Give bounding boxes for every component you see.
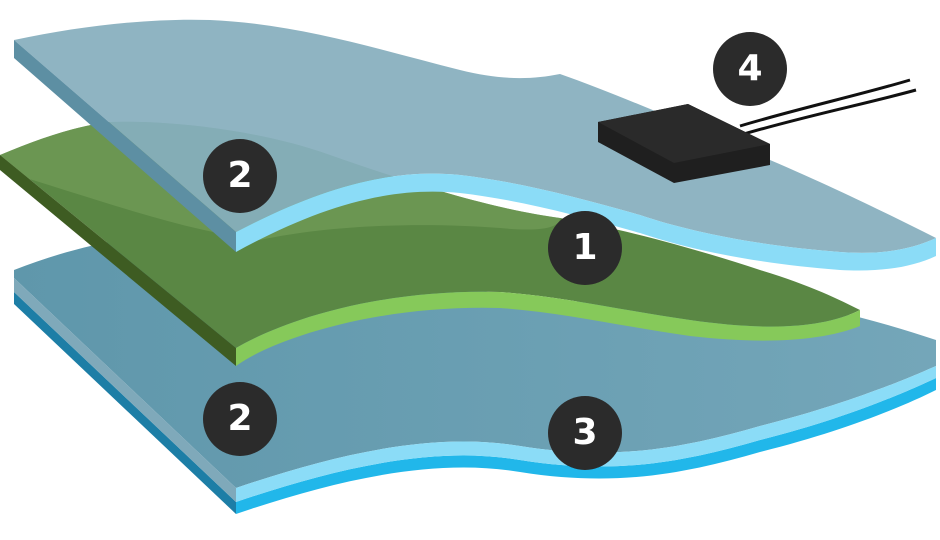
layer-2-top-edge <box>236 173 936 271</box>
label-badge-bottom-layer: 3 <box>548 396 622 470</box>
layer-1-side <box>0 155 236 366</box>
layer-2-top-side <box>14 40 236 252</box>
label-text: 4 <box>737 48 763 89</box>
label-text: 3 <box>572 412 598 453</box>
sensor-cable-icon <box>739 78 911 128</box>
label-text: 2 <box>227 398 253 439</box>
layer-3-side <box>14 292 236 514</box>
layer-1-edge <box>236 291 860 366</box>
sensor-cable-icon-2 <box>743 88 917 136</box>
label-badge-middle-layer: 1 <box>548 211 622 285</box>
label-text: 1 <box>572 227 598 268</box>
label-badge-sensor: 4 <box>713 32 787 106</box>
layer-2-lower-side <box>14 264 236 502</box>
sensor <box>598 78 917 183</box>
label-text: 2 <box>227 155 253 196</box>
label-badge-lower-layer: 2 <box>203 382 277 456</box>
label-badge-top-layer: 2 <box>203 139 277 213</box>
sensor-box-top <box>598 104 770 163</box>
